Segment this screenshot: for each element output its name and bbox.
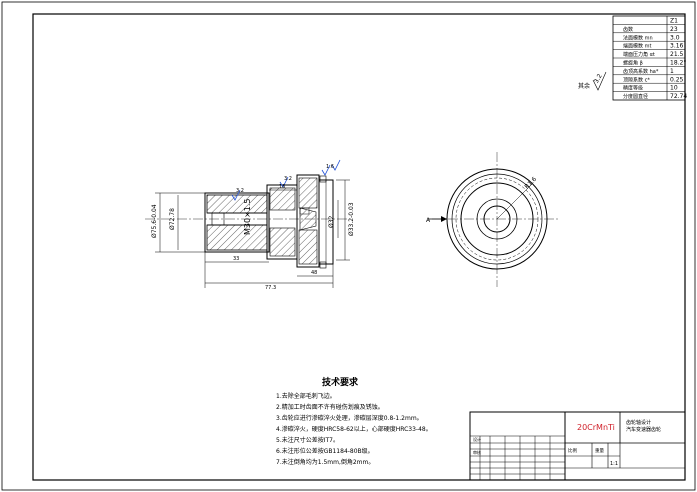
scale-label: 比例 bbox=[568, 447, 577, 454]
param-label: 顶隙系数 c* bbox=[623, 76, 650, 83]
org-line2: 汽车变速器齿轮 bbox=[626, 426, 661, 433]
requirement-item: 5.未注尺寸公差按IT7。 bbox=[276, 436, 339, 444]
check-label: 审核 bbox=[473, 449, 481, 455]
roughness-label: 其余 bbox=[578, 82, 590, 90]
param-value: Z1 bbox=[670, 18, 678, 25]
end-view: R1.6 A bbox=[426, 152, 560, 287]
requirement-item: 3.齿轮应进行渗碳淬火处理，渗碳层深度0.8-1.2mm。 bbox=[276, 414, 423, 422]
param-label: 齿数 bbox=[623, 26, 633, 33]
param-label: 齿顶高系数 ha* bbox=[623, 68, 659, 75]
dim-thread: M30×1.5 bbox=[243, 198, 252, 235]
svg-text:1.6: 1.6 bbox=[326, 164, 334, 170]
section-mark: A bbox=[426, 217, 431, 224]
param-label: 端面模数 mt bbox=[623, 43, 651, 50]
dim-48: 48 bbox=[311, 270, 317, 276]
designer-label: 设计 bbox=[473, 436, 481, 442]
roughness-value: 3.2 bbox=[593, 73, 604, 85]
dim-d-small: Ø32 bbox=[328, 215, 335, 228]
dim-d-left: Ø75.6-0.04 bbox=[151, 204, 158, 238]
inner-border bbox=[32, 13, 686, 481]
requirement-item: 6.未注形位公差按GB1184-80B级。 bbox=[276, 447, 374, 455]
requirement-item: 1.去除全部毛刺飞边。 bbox=[276, 392, 336, 400]
param-label: 螺旋角 β bbox=[623, 60, 643, 67]
param-value: 21.5 bbox=[670, 51, 684, 58]
dim-d-right: Ø33.2-0.03 bbox=[348, 202, 355, 236]
requirement-item: 2.精加工时齿面不许有碰伤划痕及锈蚀。 bbox=[276, 403, 384, 411]
requirement-item: 4.渗碳淬火，硬度HRC58-62以上，心部硬度HRC33-48。 bbox=[276, 425, 432, 433]
param-value: 3.0 bbox=[670, 34, 680, 41]
param-label: 法面模数 mn bbox=[623, 34, 653, 41]
requirement-item: 7.未注倒角均为1.5mm,倒角2mm。 bbox=[276, 458, 374, 466]
title-block bbox=[469, 411, 686, 481]
dim-18: 18 bbox=[279, 184, 285, 190]
section-view: 3.2 3.2 1.6 Ø75.6-0.04 Ø72.78 M30×1.5 Ø3… bbox=[145, 159, 355, 291]
param-value: 10 bbox=[670, 85, 678, 92]
svg-text:3.2: 3.2 bbox=[236, 188, 244, 194]
org-line1: 齿轮轴设计 bbox=[626, 419, 651, 426]
scale-value: 1:1 bbox=[610, 461, 618, 467]
param-value: 23 bbox=[670, 26, 678, 33]
svg-text:3.2: 3.2 bbox=[284, 176, 292, 182]
param-value: 1 bbox=[670, 68, 674, 75]
material-label: 20CrMnTi bbox=[577, 423, 615, 432]
dim-77: 77.3 bbox=[265, 285, 276, 291]
requirements-title: 技术要求 bbox=[322, 376, 359, 388]
dim-d-left2: Ø72.78 bbox=[169, 208, 176, 230]
roughness-symbol: 其余 3.2 bbox=[578, 71, 607, 91]
weight-label: 重量 bbox=[595, 447, 604, 454]
technical-requirements: 技术要求 1.去除全部毛刺飞边。 2.精加工时齿面不许有碰伤划痕及锈蚀。 3.齿轮应… bbox=[276, 376, 432, 466]
gear-parameter-table: Z1 齿数 23 法面模数 mn 3.0 端面模数 mt 3.16 端面压力角 αt 21.5 螺… bbox=[612, 15, 687, 101]
dim-33: 33 bbox=[233, 256, 239, 262]
param-value: 72.74 bbox=[670, 93, 687, 100]
param-label: 端面压力角 αt bbox=[623, 51, 655, 58]
param-label: 分度圆直径 bbox=[623, 93, 648, 100]
param-value: 18.2° bbox=[670, 60, 686, 67]
param-label: 精度等级 bbox=[623, 85, 643, 92]
param-value: 3.16 bbox=[670, 43, 684, 50]
param-value: 0.25 bbox=[670, 76, 684, 83]
